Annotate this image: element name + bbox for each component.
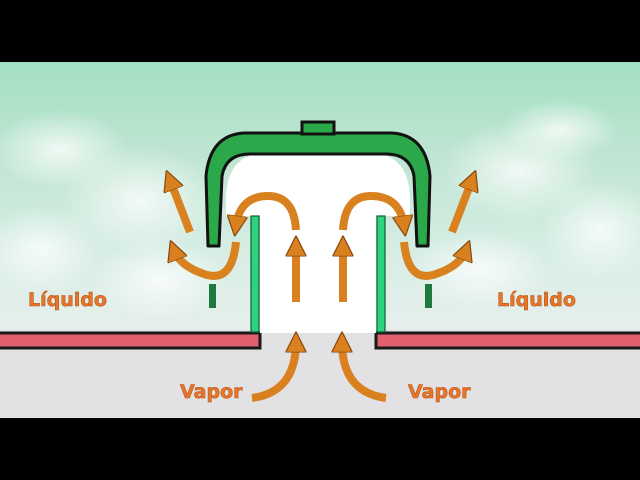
skirt-slot-left	[209, 284, 216, 308]
top-letterbox	[0, 0, 640, 62]
bubble-cap	[204, 120, 432, 248]
arrow-vapor-in-right	[342, 342, 387, 402]
arrow-exit-right	[400, 242, 466, 280]
tray-plate-right	[374, 331, 640, 350]
arrow-arc-right	[339, 191, 404, 230]
riser-wall-right	[376, 215, 386, 333]
cap-bolt	[300, 120, 336, 136]
arrow-vapor-in-left	[251, 342, 296, 402]
tray-plate-left	[0, 331, 262, 350]
vapor-flow-arrows	[170, 180, 472, 402]
label-vapor-left: Vapor	[180, 381, 243, 403]
arrow-arc-left	[236, 191, 300, 230]
label-liquid-left: Líquido	[28, 289, 107, 311]
bottom-letterbox	[0, 418, 640, 480]
skirt-slot-right	[425, 284, 432, 308]
arrow-exit-left	[174, 242, 240, 280]
label-vapor-right: Vapor	[408, 381, 471, 403]
arrow-rise-left	[170, 180, 194, 234]
arrow-rise-right	[448, 180, 472, 234]
label-liquid-right: Líquido	[497, 289, 576, 311]
riser-wall-left	[250, 215, 260, 333]
